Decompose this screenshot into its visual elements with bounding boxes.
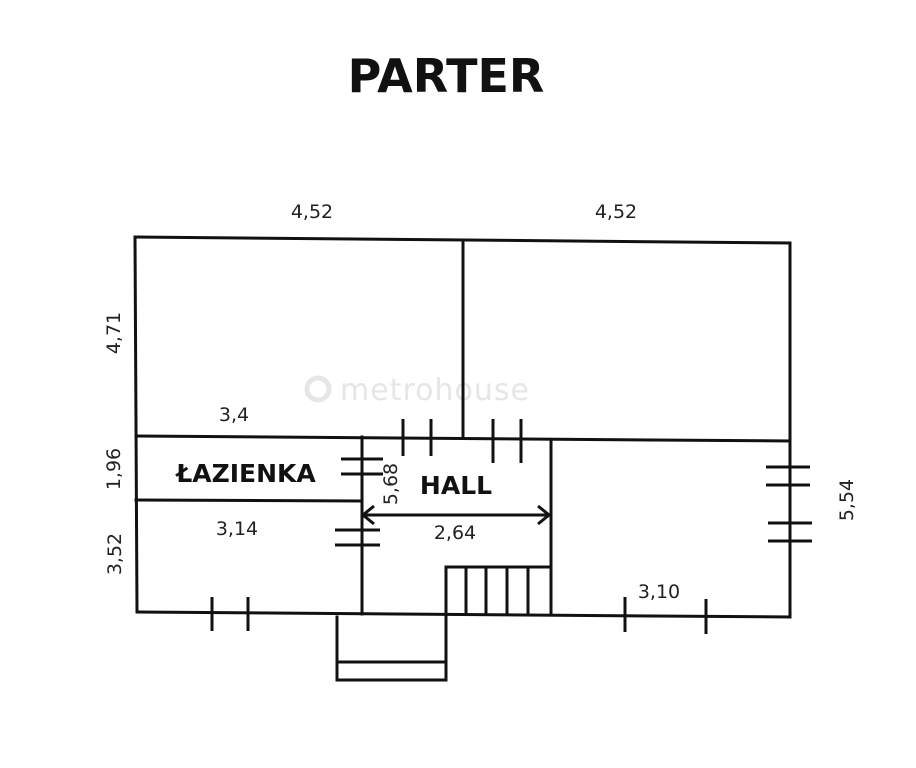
dim-bathroom-height: 1,96 [103, 448, 125, 490]
dim-right-height: 5,54 [836, 479, 858, 521]
wall-bottom [135, 610, 792, 619]
wall-top [133, 235, 792, 245]
room-label-hall: HALL [420, 471, 492, 500]
room-label-bathroom: ŁAZIENKA [174, 459, 316, 488]
arrow-left-icon [360, 504, 375, 526]
wall-bathroom-bottom [134, 498, 364, 503]
dim-bathroom-width: 3,4 [219, 404, 249, 426]
watermark-text: metrohouse [340, 373, 530, 408]
entrance-porch [335, 615, 448, 682]
arrow-right-icon [537, 504, 552, 526]
dim-top-left-width: 4,52 [291, 201, 333, 223]
dim-lower-left-width: 3,14 [216, 518, 258, 540]
wall-left [133, 235, 139, 614]
stairs-outline [444, 565, 553, 616]
hall-width-arrow [360, 504, 552, 526]
watermark: metrohouse [304, 373, 530, 408]
porch-outline [335, 615, 448, 682]
dim-left-top-height: 4,71 [103, 312, 125, 354]
walls [133, 235, 792, 619]
dim-hall-width: 2,64 [434, 522, 476, 544]
dim-bottom-right-width: 3,10 [638, 581, 680, 603]
watermark-logo-icon [304, 375, 332, 403]
dim-top-right-width: 4,52 [595, 201, 637, 223]
dim-lower-left-height: 3,52 [104, 533, 126, 575]
dim-hall-height: 5,68 [380, 463, 402, 505]
wall-horizontal-middle [134, 434, 792, 443]
plan-title: PARTER [348, 49, 545, 103]
openings [210, 419, 812, 634]
stairs [444, 565, 553, 616]
